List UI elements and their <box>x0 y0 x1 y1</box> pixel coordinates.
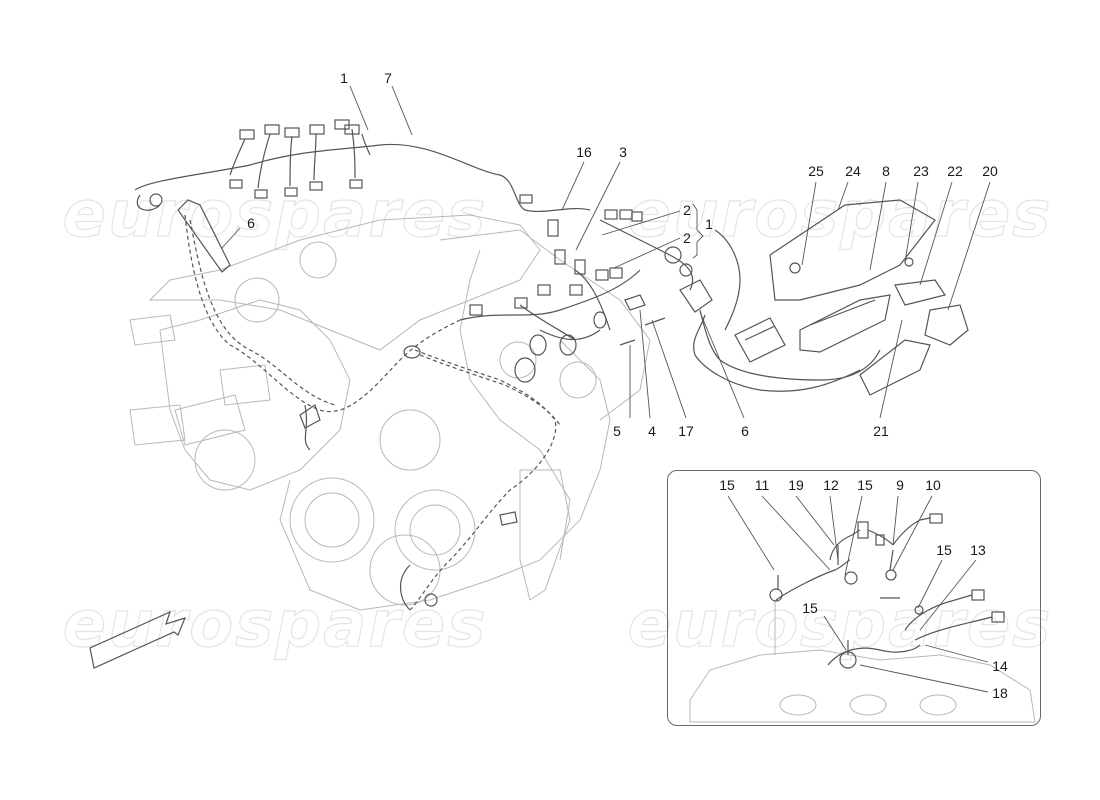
watermark-top-left: eurospares <box>62 177 488 252</box>
engine-block-faint <box>129 214 1036 723</box>
callout-6-left: 6 <box>247 215 255 231</box>
callout-1-right: 1 <box>705 216 713 232</box>
inset-sensors-drawing <box>727 495 1005 693</box>
callout-20: 20 <box>982 163 998 179</box>
inset-callout-12: 12 <box>823 477 839 493</box>
callout-7: 7 <box>384 70 392 86</box>
inset-detail-frame <box>667 470 1041 726</box>
callout-4: 4 <box>648 423 656 439</box>
inset-callout-10: 10 <box>925 477 941 493</box>
watermark-top-right: eurospares <box>627 177 1053 252</box>
inset-callout-13: 13 <box>970 542 986 558</box>
callout-5: 5 <box>613 423 621 439</box>
callout-17: 17 <box>678 423 694 439</box>
inset-callout-14: 14 <box>992 658 1008 674</box>
inset-callout-18: 18 <box>992 685 1008 701</box>
callout-25: 25 <box>808 163 824 179</box>
inset-callout-15-c: 15 <box>936 542 952 558</box>
callout-1-top: 1 <box>340 70 348 86</box>
inset-callout-15-d: 15 <box>802 600 818 616</box>
callout-2-upper: 2 <box>683 202 691 218</box>
callout-22: 22 <box>947 163 963 179</box>
callout-3: 3 <box>619 144 627 160</box>
callout-8: 8 <box>882 163 890 179</box>
callout-6-lower: 6 <box>741 423 749 439</box>
wiring-harness <box>89 85 991 669</box>
inset-callout-11: 11 <box>754 477 770 493</box>
callout-16: 16 <box>576 144 592 160</box>
callout-24: 24 <box>845 163 861 179</box>
callout-2-lower: 2 <box>683 230 691 246</box>
inset-callout-19: 19 <box>788 477 804 493</box>
inset-callout-15-b: 15 <box>857 477 873 493</box>
callout-23: 23 <box>913 163 929 179</box>
inset-callout-15-a: 15 <box>719 477 735 493</box>
callout-21: 21 <box>873 423 889 439</box>
inset-callout-9: 9 <box>896 477 904 493</box>
